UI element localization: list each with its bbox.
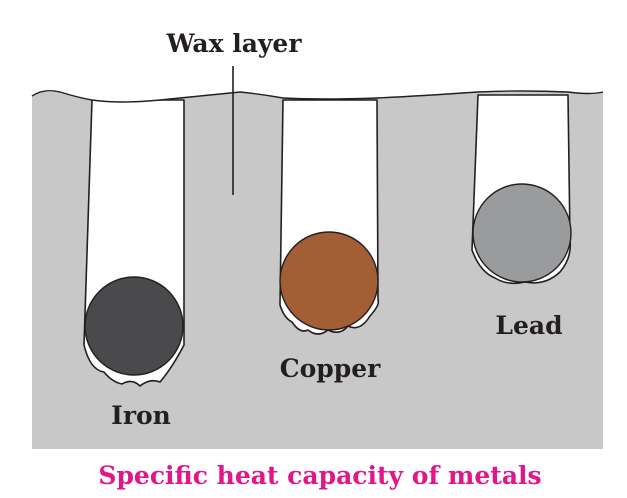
copper-label: Copper: [280, 354, 381, 383]
copper-sphere-icon: [279, 231, 379, 331]
grey-sphere-icon: [472, 183, 572, 283]
iron-label: Iron: [111, 401, 171, 430]
figure-caption: Specific heat capacity of metals: [98, 461, 541, 490]
wax-layer-label: Wax layer: [165, 29, 302, 58]
dark-sphere-icon: [84, 276, 184, 376]
lead-label: Lead: [495, 311, 562, 340]
wax-layer: [32, 76, 603, 102]
wax-layer-edge: [31, 89, 604, 103]
